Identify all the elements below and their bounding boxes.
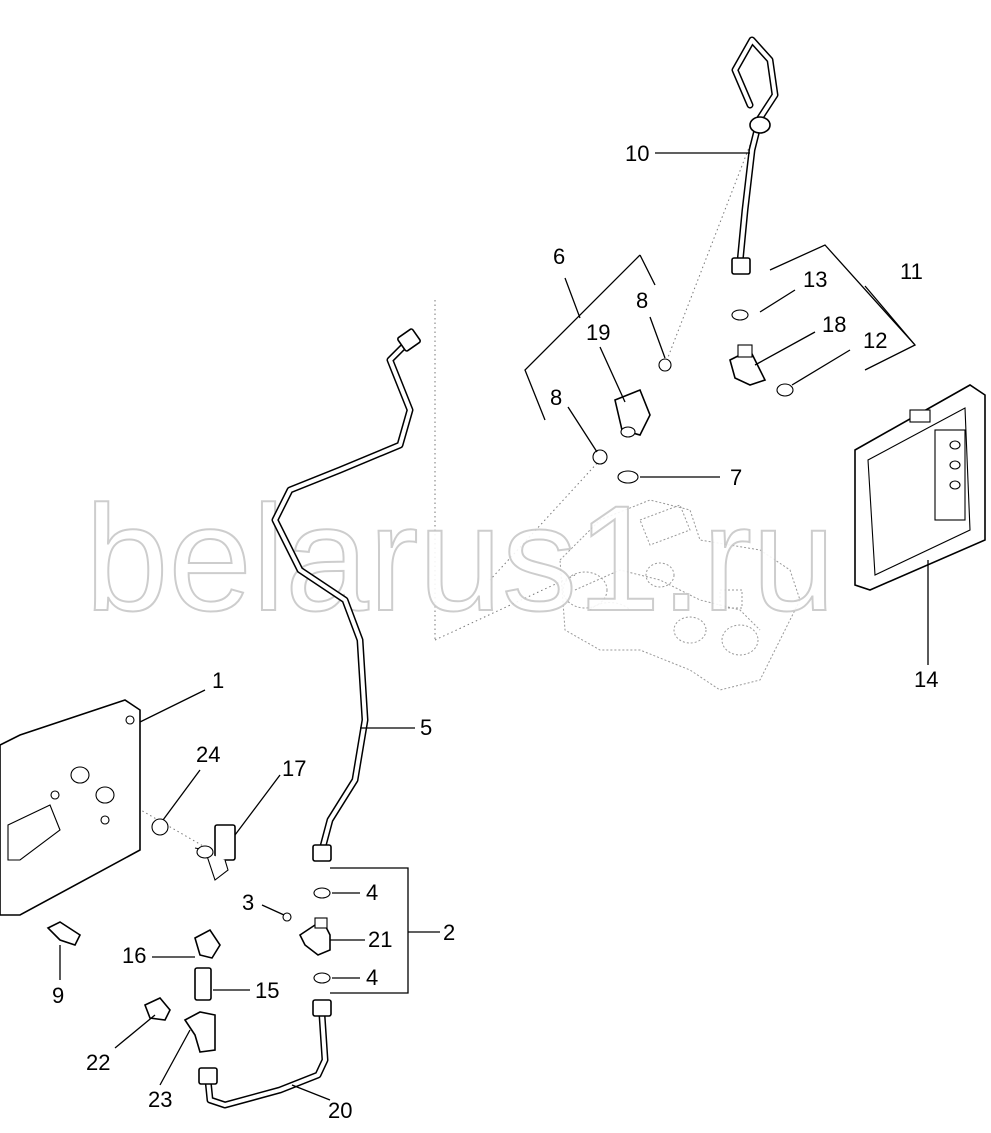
part-7-oring (617, 470, 639, 484)
part-12-oring (776, 383, 794, 397)
callout-16: 16 (122, 943, 146, 968)
part-14-plate (854, 384, 986, 591)
part-4-oring-lower (313, 972, 331, 984)
part-5-tube (271, 328, 421, 862)
housing-ghost (559, 499, 801, 691)
part-23-elbow (183, 1011, 216, 1053)
callout-20: 20 (328, 1098, 352, 1123)
callout-14: 14 (914, 667, 938, 692)
part-19-fitting (614, 388, 651, 438)
part-3-ball (282, 912, 292, 922)
part-8-oring-lower (592, 449, 608, 465)
callouts: 1 2 3 4 4 5 6 7 8 8 9 10 11 12 13 14 15 … (52, 141, 938, 1123)
callout-21: 21 (368, 927, 392, 952)
alignment-lines (79, 144, 751, 851)
callout-8a: 8 (636, 288, 648, 313)
watermark: belarus1.ru (85, 474, 835, 642)
part-8-oring-upper (658, 358, 672, 372)
part-24-oring (151, 818, 169, 836)
part-1-cover-plate (0, 699, 141, 916)
callout-2: 2 (443, 920, 455, 945)
part-20-tube (198, 999, 332, 1109)
callout-4b: 4 (366, 965, 378, 990)
callout-18: 18 (822, 312, 846, 337)
part-9-bolt (46, 921, 82, 946)
part-15-adapter (194, 967, 212, 1001)
part-21-tee (298, 917, 331, 956)
callout-24: 24 (196, 742, 220, 767)
callout-7: 7 (730, 465, 742, 490)
callout-6: 6 (553, 244, 565, 269)
callout-3: 3 (242, 890, 254, 915)
callout-17: 17 (282, 756, 306, 781)
callout-11: 11 (900, 259, 923, 284)
leader-lines (59, 152, 929, 1101)
callout-22: 22 (86, 1050, 110, 1075)
part-17-sensor (194, 824, 236, 881)
part-10-tube (731, 36, 779, 275)
callout-23: 23 (148, 1087, 172, 1112)
callout-10: 10 (625, 141, 649, 166)
part-22-fitting (143, 997, 171, 1021)
part-13-oring (731, 309, 749, 321)
callout-5: 5 (420, 715, 432, 740)
part-4-oring-upper (313, 887, 331, 899)
callout-4a: 4 (366, 880, 378, 905)
callout-8b: 8 (550, 385, 562, 410)
part-16-cap (194, 928, 221, 959)
callout-15: 15 (255, 978, 279, 1003)
callout-13: 13 (803, 267, 827, 292)
callout-9: 9 (52, 983, 64, 1008)
part-18-elbow (729, 344, 767, 386)
callout-19: 19 (586, 320, 610, 345)
callout-1: 1 (212, 668, 224, 693)
callout-12: 12 (863, 328, 887, 353)
